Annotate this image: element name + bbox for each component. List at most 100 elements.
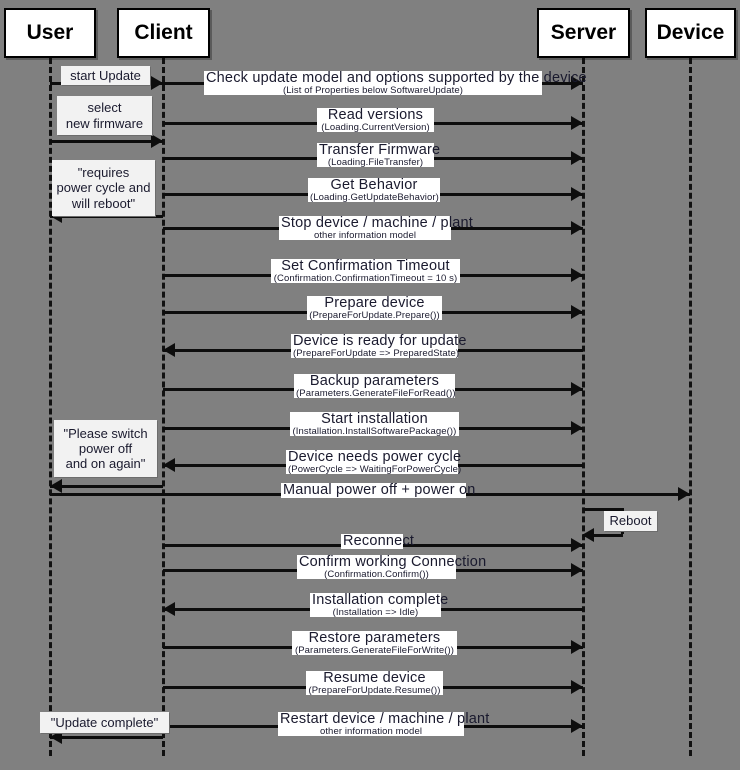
message-label-secondary: (Loading.GetUpdateBehavior) — [310, 191, 439, 203]
lifeline-client — [162, 58, 165, 756]
note-text: "requires power cycle and will reboot" — [56, 165, 151, 211]
note-text: start Update — [70, 67, 141, 83]
message-arrow-msg-select-firmware — [50, 140, 163, 143]
note-text: "Please switch power off and on again" — [63, 425, 148, 472]
message-label-msg-resume-device: Resume device(PrepareForUpdate.Resume()) — [306, 671, 443, 695]
arrowhead-msg-needs-pc — [163, 458, 175, 472]
arrowhead-msg-reconnect — [571, 538, 583, 552]
message-label-primary: Device is ready for update — [293, 333, 467, 349]
message-arrow-msg-requires-pc — [50, 215, 163, 218]
message-label-secondary: (Confirmation.Confirm()) — [324, 568, 429, 580]
message-label-secondary: (Loading.CurrentVersion) — [321, 121, 430, 133]
arrowhead-msg-install-complete — [163, 602, 175, 616]
message-label-msg-reconnect: Reconnect — [341, 533, 415, 549]
arrowhead-msg-backup-params — [571, 382, 583, 396]
lifeline-head-user: User — [4, 8, 96, 58]
message-label-secondary: (Parameters.GenerateFileForRead()) — [296, 387, 456, 399]
message-label-msg-backup-params: Backup parameters(Parameters.GenerateFil… — [294, 373, 456, 399]
arrowhead-msg-device-ready — [163, 343, 175, 357]
note-please-switch: "Please switch power off and on again" — [54, 420, 157, 477]
message-label-msg-confirm-conn: Confirm working Connection(Confirmation.… — [297, 554, 487, 580]
note-start-update: start Update — [61, 66, 150, 85]
message-label-primary: Restart device / machine / plant — [280, 711, 490, 727]
message-arrow-msg-update-complete — [50, 736, 163, 739]
arrowhead-msg-stop-device — [571, 221, 583, 235]
message-label-msg-restore-params: Restore parameters(Parameters.GenerateFi… — [292, 631, 457, 655]
lifeline-label: Device — [656, 21, 725, 44]
arrowhead-msg-read-versions — [571, 116, 583, 130]
lifeline-head-client: Client — [117, 8, 210, 58]
message-label-primary: Read versions — [327, 107, 424, 123]
note-text: "Update complete" — [50, 714, 159, 730]
note-text: Reboot — [609, 513, 652, 529]
message-label-secondary: (PrepareForUpdate => PreparedState) — [293, 347, 460, 359]
message-label-secondary: (Parameters.GenerateFileForWrite()) — [294, 644, 455, 656]
note-text: select new firmware — [65, 100, 144, 131]
lifeline-user — [49, 58, 52, 756]
arrowhead-msg-set-timeout — [571, 268, 583, 282]
message-label-primary: Resume device — [323, 670, 426, 686]
message-label-msg-prepare-device: Prepare device(PrepareForUpdate.Prepare(… — [307, 296, 442, 320]
message-label-msg-start-install: Start installation(Installation.InstallS… — [290, 412, 459, 436]
arrowhead-msg-reboot — [582, 528, 594, 542]
message-label-secondary: other information model — [313, 229, 417, 241]
message-label-secondary: (PrepareForUpdate.Resume()) — [308, 684, 441, 696]
message-label-primary: Check update model and options supported… — [206, 70, 587, 86]
arrowhead-msg-start-install — [571, 421, 583, 435]
note-requires-pc: "requires power cycle and will reboot" — [52, 160, 155, 216]
message-label-msg-needs-pc: Device needs power cycle(PowerCycle => W… — [286, 449, 462, 475]
arrowhead-msg-restore-params — [571, 640, 583, 654]
message-arrow-msg-please-switch — [50, 485, 163, 488]
message-label-primary: Installation complete — [312, 592, 449, 608]
arrowhead-msg-prepare-device — [571, 305, 583, 319]
message-label-primary: Start installation — [321, 411, 428, 427]
message-label-primary: Prepare device — [324, 295, 425, 311]
message-label-primary: Transfer Firmware — [319, 142, 441, 158]
message-label-primary: Backup parameters — [309, 373, 440, 389]
lifeline-server — [582, 58, 585, 756]
message-label-primary: Confirm working Connection — [299, 554, 487, 570]
message-label-msg-get-behavior: Get Behavior(Loading.GetUpdateBehavior) — [308, 178, 440, 202]
message-label-primary: Reconnect — [343, 533, 415, 549]
selfloop-bottom — [583, 534, 623, 537]
lifeline-device — [689, 58, 692, 756]
note-select-fw: select new firmware — [57, 96, 152, 135]
message-label-secondary: (Confirmation.ConfirmationTimeout = 10 s… — [273, 272, 458, 284]
note-update-done: "Update complete" — [40, 712, 169, 733]
arrowhead-msg-transfer-fw — [571, 151, 583, 165]
lifeline-head-server: Server — [537, 8, 630, 58]
message-label-primary: Get Behavior — [330, 177, 418, 193]
selfloop-top — [583, 508, 623, 511]
message-label-secondary: (PowerCycle => WaitingForPowerCycle) — [288, 463, 462, 475]
message-label-msg-check-update: Check update model and options supported… — [204, 70, 587, 96]
message-label-secondary: (Installation.InstallSoftwarePackage()) — [292, 425, 457, 437]
arrowhead-msg-please-switch — [50, 479, 62, 493]
message-label-msg-manual-power: Manual power off + power on — [281, 482, 476, 498]
note-reboot: Reboot — [604, 511, 657, 531]
arrowhead-msg-start-update — [151, 76, 163, 90]
lifeline-label: Client — [134, 21, 193, 44]
arrowhead-msg-resume-device — [571, 680, 583, 694]
arrowhead-msg-get-behavior — [571, 187, 583, 201]
message-label-primary: Device needs power cycle — [288, 449, 462, 465]
lifeline-label: User — [26, 21, 74, 44]
arrowhead-msg-confirm-conn — [571, 563, 583, 577]
message-label-secondary: (List of Properties below SoftwareUpdate… — [283, 84, 463, 96]
message-label-msg-set-timeout: Set Confirmation Timeout(Confirmation.Co… — [271, 259, 460, 283]
message-label-primary: Stop device / machine / plant — [281, 215, 473, 231]
arrowhead-msg-select-firmware — [151, 134, 163, 148]
message-label-primary: Manual power off + power on — [283, 482, 476, 498]
lifeline-head-device: Device — [645, 8, 736, 58]
message-label-msg-transfer-fw: Transfer Firmware(Loading.FileTransfer) — [317, 142, 441, 168]
message-label-secondary: (Loading.FileTransfer) — [327, 156, 424, 168]
message-label-secondary: (Installation => Idle) — [332, 606, 419, 618]
arrowhead-msg-restart-device — [571, 719, 583, 733]
message-label-secondary: (PrepareForUpdate.Prepare()) — [309, 309, 440, 321]
message-label-msg-read-versions: Read versions(Loading.CurrentVersion) — [317, 108, 434, 132]
message-label-primary: Set Confirmation Timeout — [281, 258, 450, 274]
message-label-msg-install-complete: Installation complete(Installation => Id… — [310, 592, 449, 618]
message-label-msg-device-ready: Device is ready for update(PrepareForUpd… — [291, 333, 467, 359]
